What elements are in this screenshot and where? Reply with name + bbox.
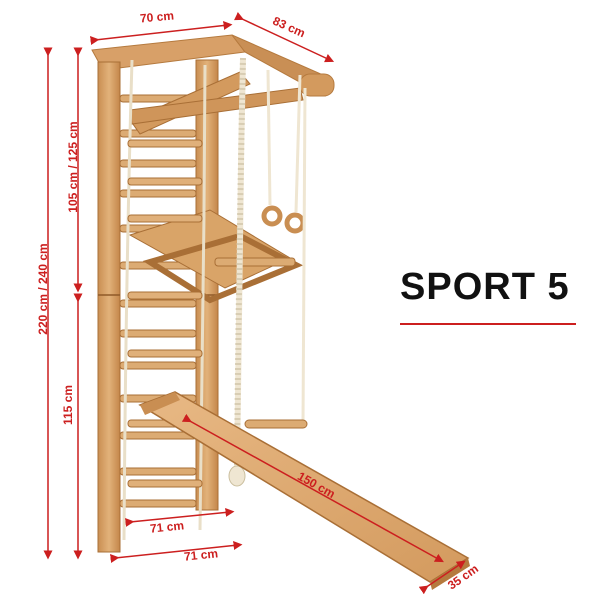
dimension-top-width: 70 cm [139,8,175,26]
dimension-lines [43,12,466,595]
pull-up-bar [128,209,304,304]
dimension-total-height: 220 cm / 240 cm [36,243,50,335]
dimension-upper-section: 105 cm / 125 cm [66,121,80,213]
dimension-lower-section: 115 cm [61,384,75,426]
wall-bar-rungs [119,94,197,508]
product-title: SPORT 5 [400,266,570,308]
gymnastic-rings [261,69,306,234]
title-underline [400,323,576,325]
